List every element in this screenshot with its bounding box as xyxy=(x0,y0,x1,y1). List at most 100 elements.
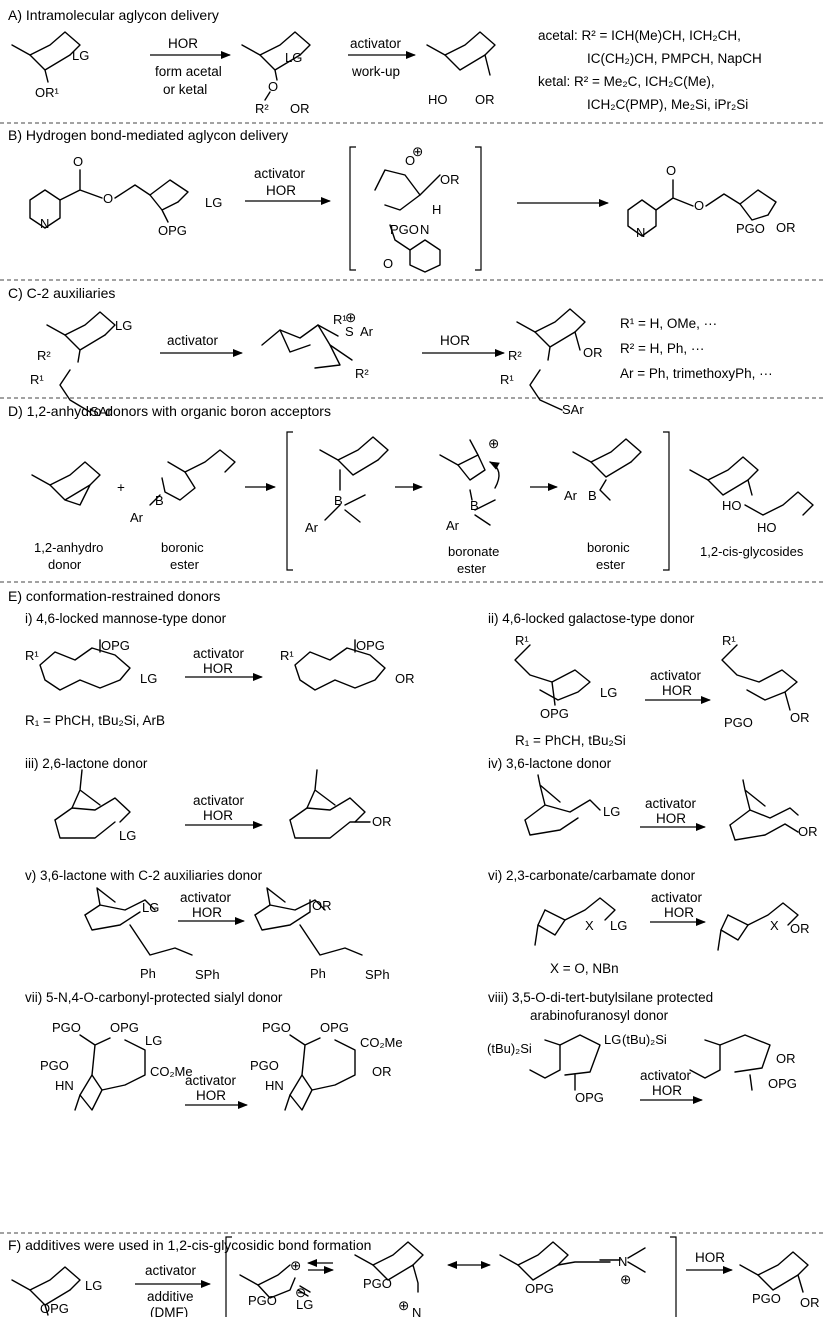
b-opg-label: OPG xyxy=(158,223,187,238)
b-int-h: H xyxy=(432,202,441,217)
e-vii-prod-pgo-left: PGO xyxy=(250,1058,279,1073)
e-i-title: i) 4,6-locked mannose-type donor xyxy=(25,611,227,626)
a-product-structure: HO OR xyxy=(426,31,496,107)
d-glycoside-ho-1: HO xyxy=(722,498,742,513)
section-c: C) C-2 auxiliaries LG R² R¹ SAr activato… xyxy=(8,285,773,419)
c-arrow2-label: HOR xyxy=(440,333,470,348)
f-donor-opg: OPG xyxy=(40,1301,69,1316)
a-ketal-line2: ICH₂C(PMP), Me₂Si, iPr₂Si xyxy=(587,97,748,112)
e-iii-activator: activator xyxy=(193,793,245,808)
e-ii-hor: HOR xyxy=(662,683,692,698)
d-boronic-ar: Ar xyxy=(130,510,144,525)
e-v-prod-ph: Ph xyxy=(310,966,326,981)
e-iv-product-structure: OR xyxy=(729,779,818,841)
b-int-oxocarbenium-o: O xyxy=(405,153,415,168)
section-d: D) 1,2-anhydro donors with organic boron… xyxy=(8,403,814,576)
e-i-sub: R₁ = PhCH, tBu₂Si, ArB xyxy=(25,713,165,728)
b-pyridine-n: N xyxy=(40,216,49,231)
f-product-pgo: PGO xyxy=(752,1291,781,1306)
c-donor-r2: R² xyxy=(37,348,51,363)
c-product-structure: OR R² R¹ SAr xyxy=(500,308,603,417)
f-oxocarb-minus: ⊖ xyxy=(295,1285,306,1300)
e-iii-donor-structure: LG xyxy=(54,769,136,843)
e-i-hor: HOR xyxy=(203,661,233,676)
c-subst-3: Ar = Ph, trimethoxyPh, ··· xyxy=(620,366,773,381)
e-viii-prod-opg: OPG xyxy=(768,1076,797,1091)
e-iii-hor: HOR xyxy=(203,808,233,823)
c-intermediate-structure: R¹ ⊕ S Ar R² xyxy=(261,310,374,381)
c-int-ar: Ar xyxy=(360,324,374,339)
e-v-donor-structure: LG Ph SPh xyxy=(84,887,220,982)
e-v-ph: Ph xyxy=(140,966,156,981)
f-donor-structure: LG OPG xyxy=(11,1266,102,1316)
e-ii-r1: R¹ xyxy=(515,633,529,648)
f-arrow1-above: activator xyxy=(145,1263,197,1278)
a-step1-below1: form acetal xyxy=(155,64,222,79)
f-beta-plus: ⊕ xyxy=(620,1272,631,1287)
b-prod-carbonyl-o: O xyxy=(666,163,676,178)
b-donor-structure: N O O LG OPG xyxy=(29,154,222,238)
e-viii-title2: arabinofuranosyl donor xyxy=(530,1008,669,1023)
e-iv-title: iv) 3,6-lactone donor xyxy=(488,756,612,771)
c-arrow1-label: activator xyxy=(167,333,219,348)
b-bracket-left xyxy=(349,146,356,271)
e-iv-donor-structure: LG xyxy=(524,774,620,836)
d-boronate-structure: ⊕ Ar B xyxy=(439,436,500,533)
b-product-structure: N O O PGO OR xyxy=(627,163,796,240)
d-boronic-label1: boronic xyxy=(161,540,204,555)
f-alpha-imidate-structure: PGO N ⊕ xyxy=(354,1241,424,1317)
d-donor-label2: donor xyxy=(48,557,82,572)
e-vii-opg: OPG xyxy=(110,1020,139,1035)
a-intermediate-structure: LG O R² OR xyxy=(241,31,311,116)
e-vii-prod-co2me: CO₂Me xyxy=(360,1035,403,1050)
e-vii-prod-hn: HN xyxy=(265,1078,284,1093)
section-a: A) Intramolecular aglycon delivery LG OR… xyxy=(8,7,762,116)
d-boronate-b: B xyxy=(470,498,479,513)
b-lg-label: LG xyxy=(205,195,222,210)
c-int-s: S xyxy=(345,324,354,339)
b-arrow1-above1: activator xyxy=(254,166,306,181)
d-glycoside-structure: HO HO xyxy=(689,456,814,535)
b-int-plus: ⊕ xyxy=(412,144,423,159)
d-bracket-right xyxy=(663,431,670,571)
e-vi-x: X xyxy=(585,918,594,933)
e-ii-prod-r1: R¹ xyxy=(722,633,736,648)
e-iv-hor: HOR xyxy=(656,811,686,826)
d-boronate-label1: boronate xyxy=(448,544,499,559)
c-donor-sar: SAr xyxy=(90,404,112,419)
b-arrow1-above2: HOR xyxy=(266,183,296,198)
e-viii-prod-or: OR xyxy=(776,1051,796,1066)
e-vii-hor: HOR xyxy=(196,1088,226,1103)
d-boronic-b: B xyxy=(155,493,164,508)
e-ii-activator: activator xyxy=(650,668,702,683)
e-v-sph: SPh xyxy=(195,967,220,982)
e-vi-product-structure: X OR xyxy=(717,902,810,951)
e-iv-lg: LG xyxy=(603,804,620,819)
e-v-prod-or: OR xyxy=(312,898,332,913)
c-subst-1: R¹ = H, OMe, ··· xyxy=(620,316,717,331)
c-donor-lg: LG xyxy=(115,318,132,333)
c-int-r1: R¹ xyxy=(333,312,347,327)
e-ii-sub: R₁ = PhCH, tBu₂Si xyxy=(515,733,626,748)
c-donor-structure: LG R² R¹ SAr xyxy=(30,311,132,419)
e-i-r1: R¹ xyxy=(25,648,39,663)
a-int-or-label: OR xyxy=(290,101,310,116)
b-prod-n: N xyxy=(636,225,645,240)
e-ii-prod-or: OR xyxy=(790,710,810,725)
d-complex-b: B xyxy=(334,493,343,508)
d-boronate-ar: Ar xyxy=(446,518,460,533)
section-f-title: F) additives were used in 1,2-cis-glycos… xyxy=(8,1237,371,1253)
e-viii-lg: LG xyxy=(604,1032,621,1047)
d-donor-label1: 1,2-anhydro xyxy=(34,540,103,555)
e-ii-prod-pgo: PGO xyxy=(724,715,753,730)
a-prod-or-label: OR xyxy=(475,92,495,107)
section-f: F) additives were used in 1,2-cis-glycos… xyxy=(8,1236,820,1317)
a-or1-label: OR¹ xyxy=(35,85,60,100)
e-ii-opg: OPG xyxy=(540,706,569,721)
e-vii-title: vii) 5-N,4-O-carbonyl-protected sialyl d… xyxy=(25,990,283,1005)
e-i-product-structure: R¹ OPG OR xyxy=(280,638,415,691)
section-e-title: E) conformation-restrained donors xyxy=(8,588,220,604)
b-prod-ester-o: O xyxy=(694,198,704,213)
d-donor-structure xyxy=(31,461,101,506)
d-complex-ar: Ar xyxy=(305,520,319,535)
